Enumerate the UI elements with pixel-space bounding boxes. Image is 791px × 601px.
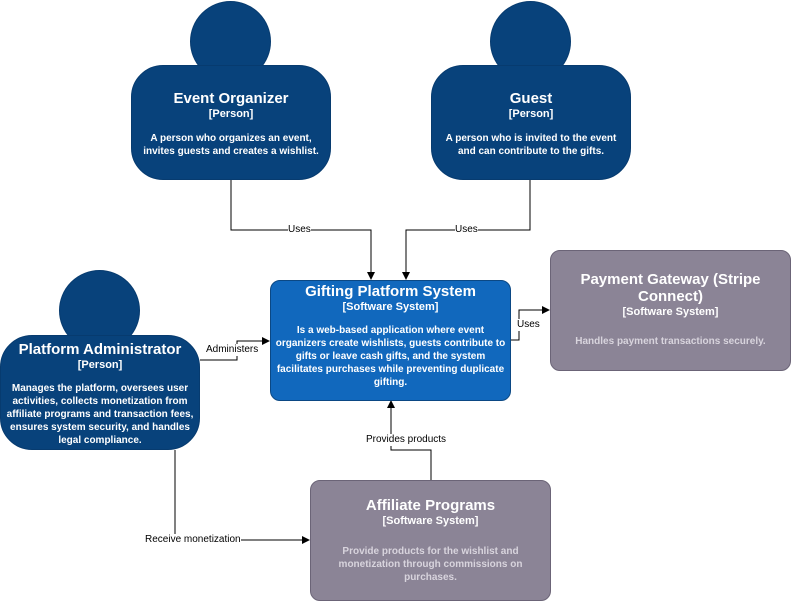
edge-affiliate-provides: [387, 400, 432, 480]
system-payment-gateway[interactable]: Payment Gateway (Stripe Connect) [Softwa…: [550, 250, 791, 371]
organizer-type: [Person]: [208, 108, 254, 120]
guest-type: [Person]: [508, 108, 554, 120]
label-guest-uses: Uses: [455, 224, 478, 236]
label-organizer-uses: Uses: [288, 224, 311, 236]
label-system-uses-payment: Uses: [517, 319, 540, 331]
organizer-name: Event Organizer: [173, 90, 289, 107]
label-admin-receives: Receive monetization: [145, 534, 241, 546]
affiliate-name: Affiliate Programs: [365, 497, 496, 514]
label-admin-administers: Administers: [206, 344, 259, 356]
payment-name: Payment Gateway (Stripe Connect): [580, 271, 761, 305]
guest-description: A person who is invited to the event and…: [445, 133, 617, 157]
admin-name: Platform Administrator: [18, 341, 182, 358]
gifting-type: [Software System]: [342, 301, 439, 313]
person-platform-administrator[interactable]: Platform Administrator [Person] Manages …: [0, 335, 200, 450]
admin-type: [Person]: [77, 359, 123, 371]
affiliate-description: Provide products for the wishlist and mo…: [338, 546, 523, 583]
person-guest[interactable]: Guest [Person] A person who is invited t…: [431, 65, 631, 180]
admin-description: Manages the platform, oversees user acti…: [6, 383, 194, 446]
system-gifting-platform[interactable]: Gifting Platform System [Software System…: [270, 280, 511, 401]
person-event-organizer[interactable]: Event Organizer [Person] A person who or…: [131, 65, 331, 180]
edge-admin-receives: [174, 450, 310, 544]
system-affiliate-programs[interactable]: Affiliate Programs [Software System] Pro…: [310, 480, 551, 601]
affiliate-type: [Software System]: [382, 515, 479, 527]
guest-name: Guest: [509, 90, 553, 107]
label-affiliate-provides: Provides products: [366, 434, 447, 446]
organizer-description: A person who organizes an event, invites…: [143, 133, 319, 157]
payment-description: Handles payment transactions securely.: [575, 336, 766, 347]
payment-type: [Software System]: [622, 306, 719, 318]
gifting-name: Gifting Platform System: [305, 283, 476, 300]
gifting-description: Is a web-based application where event o…: [275, 325, 506, 388]
